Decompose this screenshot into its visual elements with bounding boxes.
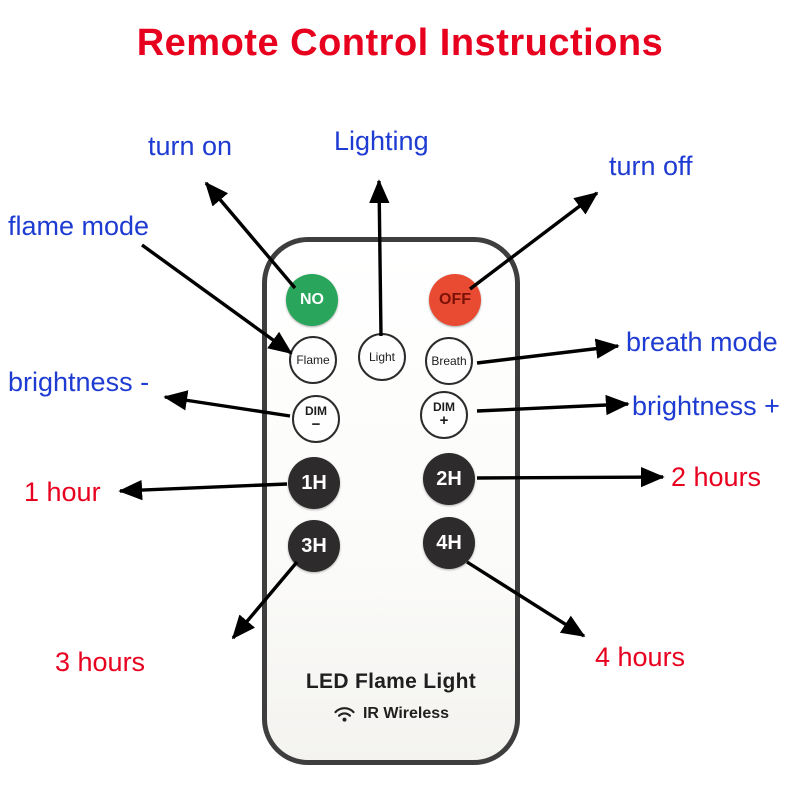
timer-1h-button: 1H <box>288 457 340 509</box>
dim-plus-word: DIM <box>433 400 455 415</box>
timer-2h-button: 2H <box>423 453 475 505</box>
label-turn-off: turn off <box>609 151 693 181</box>
ir-wireless-row: IR Wireless <box>267 704 515 723</box>
label-2-hours: 2 hours <box>671 462 762 492</box>
flame-button: Flame <box>289 336 337 384</box>
label-1-hour: 1 hour <box>24 477 101 507</box>
wifi-icon <box>333 704 356 723</box>
minus-sign: − <box>311 415 321 433</box>
dim-plus-button: DIM + <box>420 391 468 439</box>
breath-button: Breath <box>425 337 473 385</box>
timer-3h-button: 3H <box>288 520 340 572</box>
remote-control-body: NO OFF Flame Light Breath DIM − DIM + 1H… <box>262 237 520 765</box>
label-flame-mode: flame mode <box>8 211 150 241</box>
dim-minus-button: DIM − <box>292 395 340 443</box>
page-title: Remote Control Instructions <box>136 22 664 64</box>
brand-text: LED Flame Light <box>305 670 477 693</box>
label-4-hours: 4 hours <box>595 642 686 672</box>
power-on-button: NO <box>286 274 338 326</box>
label-breath-mode: breath mode <box>626 327 778 357</box>
label-brightness-minus: brightness - <box>8 367 150 397</box>
power-off-button: OFF <box>429 274 481 326</box>
plus-sign: + <box>439 411 449 429</box>
label-brightness-plus: brightness + <box>632 391 780 421</box>
timer-4h-button: 4H <box>423 517 475 569</box>
ir-wireless-label: IR Wireless <box>362 704 450 722</box>
dim-minus-word: DIM <box>305 404 327 419</box>
label-lighting: Lighting <box>334 126 429 156</box>
label-3-hours: 3 hours <box>55 647 146 677</box>
light-button: Light <box>358 333 406 381</box>
label-turn-on: turn on <box>148 131 233 161</box>
